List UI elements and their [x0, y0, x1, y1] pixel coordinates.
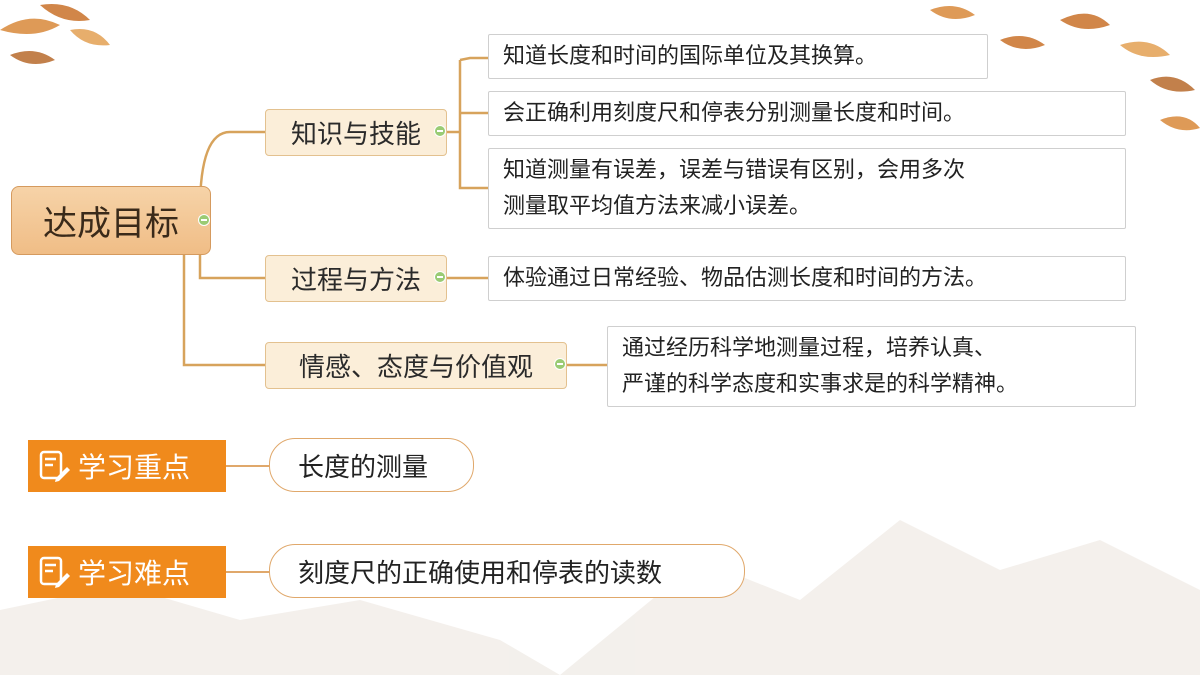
key-point-value: 长度的测量: [269, 438, 474, 492]
knowledge-item-3: 知道测量有误差，误差与错误有区别，会用多次 测量取平均值方法来减小误差。: [488, 148, 1126, 229]
branch-emotion-attitude-values[interactable]: 情感、态度与价值观: [265, 342, 567, 389]
item-text: 体验通过日常经验、物品估测长度和时间的方法。: [503, 266, 988, 291]
difficulty-text: 刻度尺的正确使用和停表的读数: [298, 558, 663, 589]
emotion-item-1: 通过经历科学地测量过程，培养认真、 严谨的科学态度和实事求是的科学精神。: [607, 326, 1136, 407]
item-text: 会正确利用刻度尺和停表分别测量长度和时间。: [503, 101, 966, 126]
notes-icon: [39, 556, 70, 588]
item-text-line-1: 通过经历科学地测量过程，培养认真、: [622, 336, 997, 361]
collapse-toggle-root[interactable]: [198, 214, 210, 226]
process-item-1: 体验通过日常经验、物品估测长度和时间的方法。: [488, 256, 1126, 301]
item-text-line-1: 知道测量有误差，误差与错误有区别，会用多次: [503, 158, 966, 183]
difficulty-tag: 学习难点: [28, 546, 226, 598]
branch-process-method[interactable]: 过程与方法: [265, 255, 447, 302]
root-node-goals[interactable]: 达成目标: [11, 186, 211, 255]
collapse-toggle-knowledge[interactable]: [434, 125, 446, 137]
branch-label: 情感、态度与价值观: [298, 353, 533, 383]
key-point-label: 学习重点: [78, 451, 191, 484]
root-node-label: 达成目标: [43, 204, 179, 244]
knowledge-item-2: 会正确利用刻度尺和停表分别测量长度和时间。: [488, 91, 1126, 136]
difficulty-value: 刻度尺的正确使用和停表的读数: [269, 544, 745, 598]
item-text: 知道长度和时间的国际单位及其换算。: [503, 44, 878, 69]
branch-label: 过程与方法: [290, 266, 421, 296]
difficulty-label: 学习难点: [78, 557, 191, 590]
difficulty-connector: [226, 571, 270, 573]
key-point-text: 长度的测量: [298, 452, 429, 483]
key-point-connector: [226, 465, 270, 467]
leaf-decoration-top-left: [0, 4, 110, 64]
branch-label: 知识与技能: [290, 120, 421, 150]
notes-icon: [39, 450, 70, 482]
collapse-toggle-process[interactable]: [434, 271, 446, 283]
knowledge-item-1: 知道长度和时间的国际单位及其换算。: [488, 34, 988, 79]
mountain-decoration: [0, 520, 1200, 675]
branch-knowledge-skills[interactable]: 知识与技能: [265, 109, 447, 156]
item-text-line-2: 测量取平均值方法来减小误差。: [503, 194, 812, 219]
key-point-tag: 学习重点: [28, 440, 226, 492]
item-text-line-2: 严谨的科学态度和实事求是的科学精神。: [622, 372, 1019, 397]
leaf-decoration-top-right: [930, 6, 1200, 131]
collapse-toggle-emotion[interactable]: [554, 358, 566, 370]
